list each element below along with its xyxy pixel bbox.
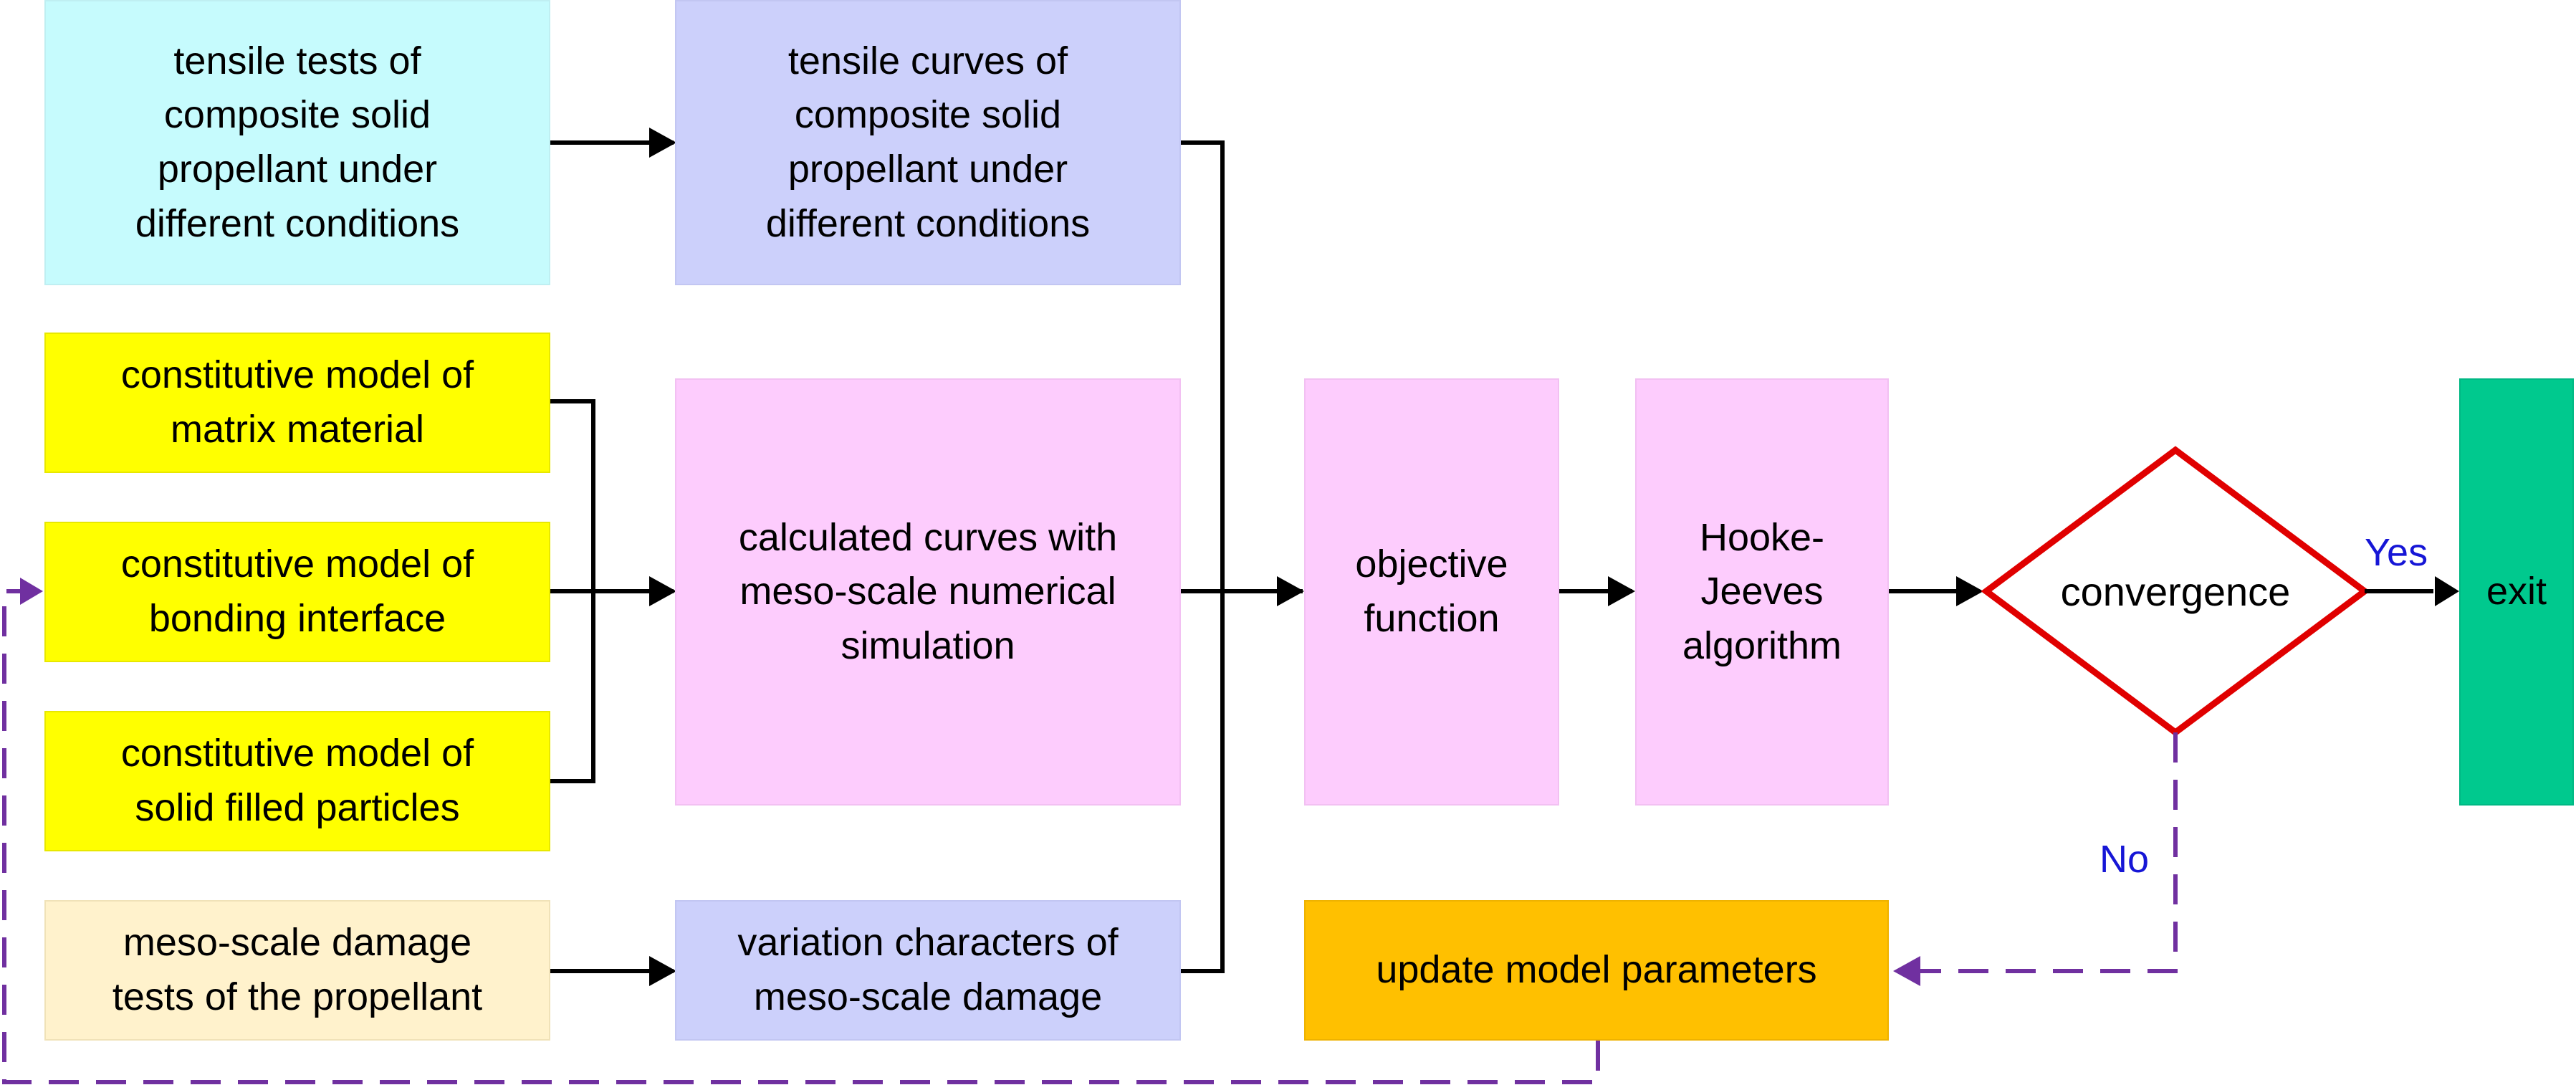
node-exit: exit: [2459, 378, 2574, 806]
node-update-parameters: update model parameters: [1304, 900, 1889, 1041]
node-matrix-model: constitutive model of matrix material: [44, 333, 550, 473]
node-particles-model: constitutive model of solid filled parti…: [44, 711, 550, 851]
node-variation-characters: variation characters of meso-scale damag…: [675, 900, 1181, 1041]
edge-label-yes: Yes: [2365, 531, 2428, 574]
bracket-merge: [1181, 140, 1225, 973]
node-tensile-tests: tensile tests of composite solid propell…: [44, 0, 550, 285]
node-damage-tests: meso-scale damage tests of the propellan…: [44, 900, 550, 1041]
node-convergence: convergence: [2060, 568, 2291, 614]
edge-label-no: No: [2099, 838, 2150, 881]
node-calculated-curves: calculated curves with meso-scale numeri…: [675, 378, 1181, 806]
arrow-no-to-update: [1917, 732, 2178, 973]
node-tensile-curves: tensile curves of composite solid propel…: [675, 0, 1181, 285]
feedback-loop: [2, 589, 1600, 1084]
node-objective-function: objective function: [1304, 378, 1559, 806]
node-hooke-jeeves: Hooke- Jeeves algorithm: [1635, 378, 1889, 806]
node-interface-model: constitutive model of bonding interface: [44, 522, 550, 662]
